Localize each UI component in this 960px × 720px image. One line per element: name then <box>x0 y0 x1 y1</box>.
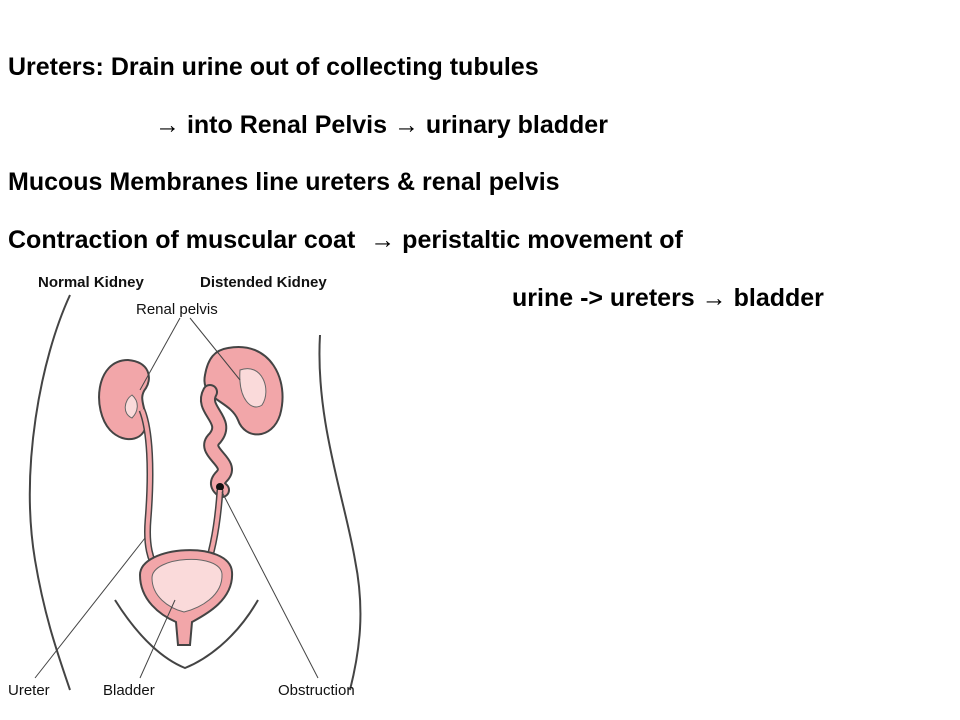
arrow-icon: → <box>155 111 180 139</box>
distended-renal-pelvis <box>239 368 267 408</box>
pelvis-outline <box>114 599 259 670</box>
leader-obstruction <box>221 491 319 679</box>
leader-bladder <box>139 599 176 679</box>
urine-ureters-text: urine -> ureters <box>512 284 695 312</box>
leader-ureter <box>34 537 146 679</box>
renal-pelvis-text: into Renal Pelvis <box>186 111 388 139</box>
bladder-text: bladder <box>733 284 824 312</box>
bladder-inner <box>151 558 223 613</box>
arrow-icon: → <box>370 226 396 254</box>
peristaltic-text: peristaltic movement of <box>402 226 683 254</box>
label-distended-kidney: Distended Kidney <box>200 274 327 291</box>
line-mucous-membranes: Mucous Membranes line ureters & renal pe… <box>8 168 560 196</box>
leader-renal-pelvis-left <box>139 317 181 391</box>
label-ureter: Ureter <box>8 682 50 699</box>
line-ureters-definition: Ureters: Drain urine out of collecting t… <box>8 53 539 81</box>
label-obstruction: Obstruction <box>278 682 355 699</box>
leader-renal-pelvis-right <box>189 317 241 381</box>
arrow-icon: → <box>393 111 419 139</box>
label-normal-kidney: Normal Kidney <box>38 274 144 291</box>
body-outline-right <box>318 334 362 691</box>
urinary-tract-diagram <box>28 294 362 691</box>
label-bladder: Bladder <box>103 682 155 699</box>
contraction-text: Contraction of muscular coat <box>8 226 356 254</box>
line-muscular-contraction: Contraction of muscular coat → peristalt… <box>8 225 683 255</box>
normal-kidney <box>98 358 150 440</box>
body-outline-left <box>28 294 71 691</box>
urinary-bladder-text: urinary bladder <box>425 111 608 139</box>
obstruction-marker <box>216 483 224 491</box>
normal-renal-pelvis <box>124 394 138 419</box>
line-urine-flow: urine -> ureters → bladder <box>512 283 824 313</box>
label-renal-pelvis: Renal pelvis <box>136 301 218 318</box>
arrow-icon: → <box>701 284 727 312</box>
line-renal-pelvis-path: → into Renal Pelvis → urinary bladder <box>155 110 608 140</box>
